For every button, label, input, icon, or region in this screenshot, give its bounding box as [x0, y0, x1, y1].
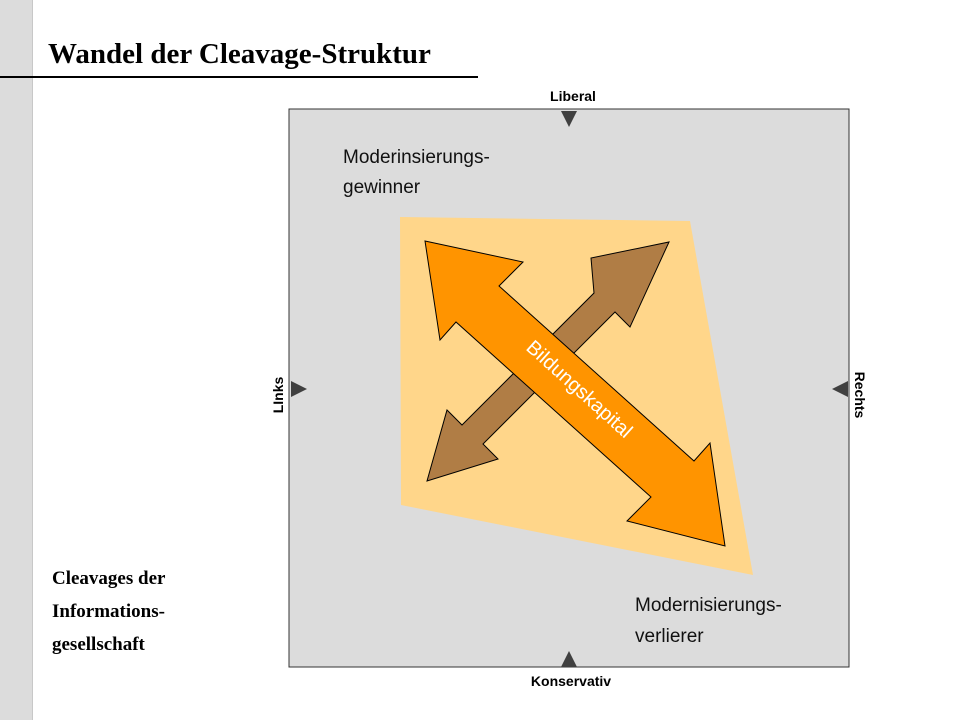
winners-label-line1: Moderinsierungs- — [343, 147, 490, 168]
side-caption: Cleavages der Informations- gesellschaft — [52, 562, 252, 661]
axis-label-left: LInks — [270, 377, 286, 414]
axis-label-right: Rechts — [852, 372, 868, 419]
top-axis-marker — [561, 111, 577, 127]
axis-label-top: Liberal — [550, 88, 596, 104]
education-capital-arrow — [424, 240, 726, 547]
left-decor-strip — [0, 0, 33, 720]
losers-label-line1: Modernisierungs- — [635, 595, 782, 616]
bottom-axis-marker — [561, 651, 577, 667]
caption-line-1: Cleavages der — [52, 568, 166, 589]
caption-line-3: gesellschaft — [52, 634, 145, 655]
caption-line-2: Informations- — [52, 601, 165, 622]
title-underline — [0, 76, 478, 78]
right-axis-marker — [832, 381, 848, 397]
winners-label-line2: gewinner — [343, 177, 421, 198]
slide-title: Wandel der Cleavage-Struktur — [48, 38, 431, 70]
left-axis-marker — [291, 381, 307, 397]
losers-label-line2: verlierer — [635, 626, 704, 647]
axis-label-bottom: Konservativ — [531, 673, 611, 689]
